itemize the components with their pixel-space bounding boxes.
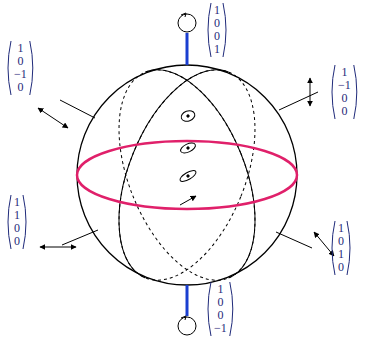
bracket [30, 41, 33, 95]
rotation-arrow [181, 316, 186, 320]
axis-line [62, 230, 98, 245]
axis-line [276, 232, 312, 248]
bracket [332, 65, 335, 119]
bracket [347, 221, 350, 275]
stokes-vector: 1 0 1 0 [338, 222, 344, 274]
bracket [223, 3, 226, 57]
stokes-vector: 1 0 0 1 [214, 4, 220, 56]
stokes-vector: 1 0 0 −1 [214, 283, 227, 335]
pole-axis [186, 285, 189, 316]
bracket [208, 282, 211, 336]
stokes-vector: 1 0 −1 0 [14, 42, 27, 94]
pole-axis [186, 33, 189, 65]
circular-polarization [178, 14, 196, 32]
polarization-arrows [38, 78, 334, 256]
bracket [230, 282, 233, 336]
meridian-front [92, 50, 229, 278]
rotation-arrow [181, 13, 186, 17]
bracket [332, 221, 335, 275]
stokes-vector: 1 1 0 0 [14, 196, 20, 248]
bracket [23, 195, 26, 249]
stokes-vector: 1 −1 0 0 [338, 66, 351, 118]
sphere-outline [77, 65, 297, 285]
polarization-ellipses [178, 109, 197, 184]
equator [77, 141, 297, 209]
bracket [208, 3, 211, 57]
circular-polarization [178, 317, 196, 335]
bracket [8, 41, 11, 95]
bracket [354, 65, 357, 119]
axis-line [60, 100, 95, 118]
bracket [8, 195, 11, 249]
meridian-front [145, 50, 282, 278]
axis-line [279, 92, 318, 110]
